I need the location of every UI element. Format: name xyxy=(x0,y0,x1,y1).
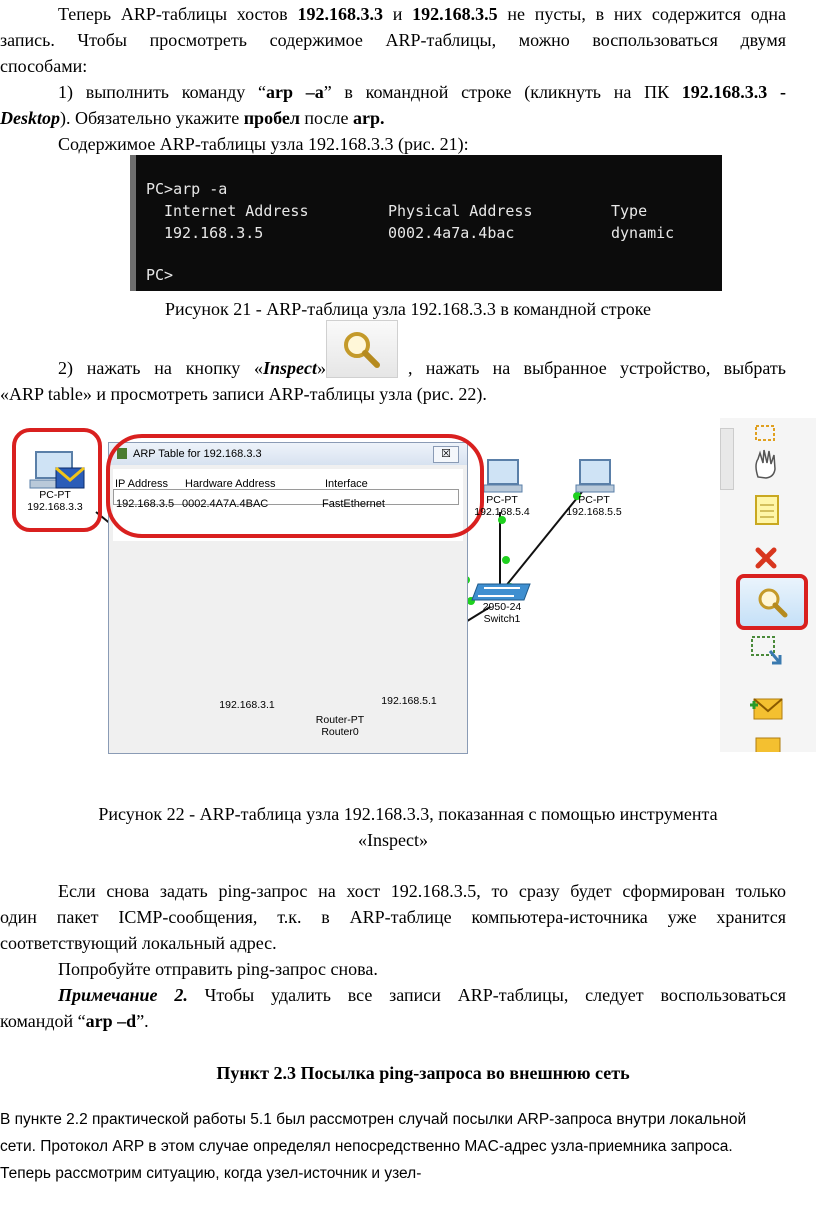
pc1-icon xyxy=(29,451,85,489)
note-line2: командой “arp –d”. xyxy=(0,1011,149,1031)
arp-table-window: ARP Table for 192.168.3.3 ☒ IP Address H… xyxy=(108,442,468,754)
para-ping-line1: Если снова задать ping-запрос на хост 19… xyxy=(58,881,786,901)
console-row-ip: 192.168.3.5 xyxy=(164,224,264,242)
add-pdu-icon[interactable] xyxy=(736,688,796,728)
note-icon[interactable] xyxy=(736,490,796,530)
inspect-tool-highlighted[interactable] xyxy=(736,574,808,630)
magnifier-icon xyxy=(758,588,788,618)
caption-figure-22-line1: Рисунок 22 - ARP-таблица узла 192.168.3.… xyxy=(98,804,718,824)
move-hand-icon[interactable] xyxy=(736,444,796,484)
col-hardware-address: Hardware Address xyxy=(185,478,276,490)
arp-table: IP Address Hardware Address Interface 19… xyxy=(113,469,463,541)
console-header-internet: Internet Address xyxy=(164,202,309,220)
console-header-type: Type xyxy=(611,202,648,220)
row-interface: FastEthernet xyxy=(322,498,385,510)
para-arp-intro-line3: способами: xyxy=(0,56,88,76)
arp-window-title: ARP Table for 192.168.3.3 xyxy=(133,448,262,460)
pc2-icon xyxy=(483,459,523,493)
router-left-ip: 192.168.3.1 xyxy=(219,699,275,711)
bottom-line2: сети. Протокол ARP в этом случае определ… xyxy=(0,1138,733,1155)
arp-contents-line: Содержимое ARP-таблицы узла 192.168.3.3 … xyxy=(58,134,469,154)
note-line1: Примечание 2. Чтобы удалить все записи A… xyxy=(58,985,786,1005)
command-prompt-screenshot: PC>arp -a Internet Address Physical Addr… xyxy=(130,155,722,291)
switch-icon xyxy=(471,583,531,601)
section-heading: Пункт 2.3 Посылка ping-запроса во внешню… xyxy=(216,1063,630,1083)
router-right-ip: 192.168.5.1 xyxy=(381,695,437,707)
console-command: PC>arp -a xyxy=(146,180,228,198)
para-ping-line2: один пакет ICMP-сообщения, т.к. в ARP-та… xyxy=(0,907,786,927)
col-interface: Interface xyxy=(325,478,368,490)
method1-line2: Desktop). Обязательно укажите пробел пос… xyxy=(0,108,385,128)
bottom-line3: Теперь рассмотрим ситуацию, когда узел-и… xyxy=(0,1165,422,1182)
complex-pdu-icon[interactable] xyxy=(736,730,796,752)
caption-figure-22-line2: «Inspect» xyxy=(358,830,428,850)
scrollbar[interactable] xyxy=(720,428,734,490)
select-tool-icon[interactable] xyxy=(736,416,796,456)
row-hardware: 0002.4A7A.4BAC xyxy=(182,498,269,510)
magnifier-icon xyxy=(344,332,380,368)
console-prompt: PC> xyxy=(146,266,174,284)
try-again-line: Попробуйте отправить ping-запрос снова. xyxy=(58,959,378,979)
console-header-physical: Physical Address xyxy=(388,202,533,220)
para-ping-line3: соответствующий локальный адрес. xyxy=(0,933,277,953)
console-row-mac: 0002.4a7a.4bac xyxy=(388,224,515,242)
method1-line1: 1) выполнить команду “arp –a” в командно… xyxy=(58,82,787,102)
inspect-button[interactable] xyxy=(326,320,398,378)
para-arp-intro-line2: запись. Чтобы просмотреть содержимое ARP… xyxy=(0,30,786,50)
pc3-icon xyxy=(575,459,615,493)
bottom-line1: В пункте 2.2 практической работы 5.1 был… xyxy=(0,1111,747,1128)
para-arp-intro-line1: Теперь ARP-таблицы хостов 192.168.3.3 и … xyxy=(58,4,786,24)
arp-highlight xyxy=(106,434,484,538)
packet-tracer-screenshot: ARP Table for 192.168.3.3 ☒ IP Address H… xyxy=(0,412,816,754)
delete-icon[interactable] xyxy=(736,538,796,578)
caption-figure-21: Рисунок 21 - ARP-таблица узла 192.168.3.… xyxy=(164,299,652,319)
console-row-type: dynamic xyxy=(611,224,675,242)
resize-shape-icon[interactable] xyxy=(736,630,796,670)
method2-line2: «ARP table» и просмотреть записи ARP-таб… xyxy=(0,384,487,404)
col-ip-address: IP Address xyxy=(115,478,168,490)
